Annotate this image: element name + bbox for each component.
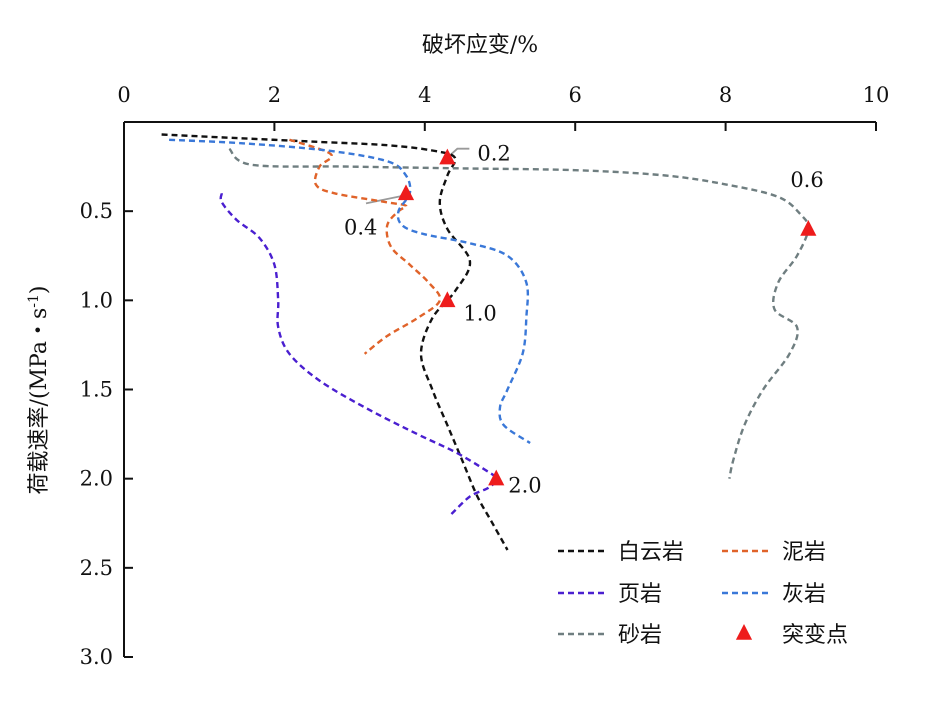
y-tick-label-2: 1.5 [80,378,113,402]
x-axis-title: 破坏应变/% [422,33,538,58]
mutation-marker-0 [439,148,456,165]
x-tick-label-0: 0 [117,83,130,107]
mutation-label-0: 0.2 [477,142,510,166]
series-line-3 [169,138,531,445]
x-tick-label-2: 4 [418,83,431,107]
legend-label-3: 灰岩 [782,582,826,607]
mutation-label-1: 0.4 [344,215,377,239]
y-axis-title-main: 荷载速率/(MPa・s [27,308,52,495]
y-axis-title: 荷载速率/(MPa・s-1) [26,286,52,495]
y-axis-title-sup: -1 [26,294,42,308]
legend-label-1: 泥岩 [782,540,826,565]
series-line-4 [228,147,810,479]
x-tick-label-1: 2 [268,83,281,107]
x-tick-label-4: 8 [719,83,732,107]
y-tick-label-3: 2.0 [80,467,113,491]
legend-label-0: 白云岩 [618,540,684,565]
mutation-markers [397,148,817,486]
mutation-labels: 0.2 0.4 0.6 1.0 2.0 [344,142,824,498]
mutation-label-2: 0.6 [790,168,823,192]
series-line-2 [219,193,498,516]
legend-label-4: 砂岩 [618,623,662,648]
mutation-marker-1 [397,184,415,201]
series-line-1 [289,138,442,355]
axes: 0 2 4 6 8 10 0.5 1.0 1.5 2.0 2.5 3.0 破坏应变/% 荷载速率/(MPa… [26,33,889,669]
legend-swatch-5 [735,624,753,640]
y-tick-label-5: 3.0 [80,645,113,669]
mutation-marker-4 [488,469,505,486]
mutation-marker-3 [439,291,456,308]
y-tick-label-0: 0.5 [80,199,113,223]
x-tick-label-3: 6 [569,83,582,107]
series-line-0 [161,133,509,551]
mutation-label-3: 1.0 [463,301,496,325]
y-tick-label-1: 1.0 [80,288,113,312]
x-tick-label-5: 10 [863,83,890,107]
legend-label-2: 页岩 [618,582,662,607]
y-axis-title-end: ) [27,286,52,295]
y-tick-label-4: 2.5 [80,556,113,580]
legend-label-5: 突变点 [782,623,848,648]
mutation-label-4: 2.0 [508,474,541,498]
series-lines [161,133,810,551]
mutation-marker-2 [800,220,817,236]
